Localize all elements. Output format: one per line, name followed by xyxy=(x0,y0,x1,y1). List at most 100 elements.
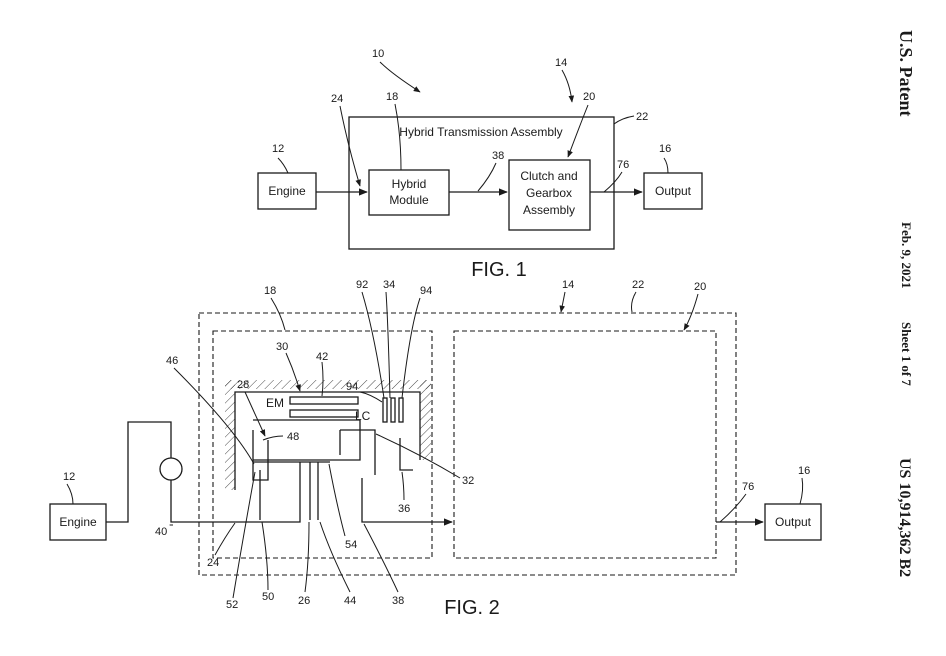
leader-16 xyxy=(663,157,669,174)
fig2-ref-30: 30 xyxy=(276,341,288,353)
housing-right-hatch xyxy=(420,380,431,460)
fig1-ref-24: 24 xyxy=(331,93,343,105)
fig2-ref-94a: 94 xyxy=(346,381,358,393)
fig2-ref-76: 76 xyxy=(742,481,754,493)
header-date: Feb. 9, 2021 xyxy=(899,222,914,288)
fig1-ref-38: 38 xyxy=(492,150,504,162)
fig2-ref-92: 92 xyxy=(356,279,368,291)
housing-left-hatch xyxy=(225,380,235,490)
fig2-leader-32 xyxy=(375,433,461,479)
clutch-hub-32 xyxy=(339,429,376,475)
output-shaft-38 xyxy=(361,478,453,526)
fig2-leader-30 xyxy=(285,352,301,392)
fig2-leader-76 xyxy=(719,493,747,523)
housing-outline xyxy=(234,391,421,490)
fig2-leader-48 xyxy=(262,435,284,441)
fig2-ref-52: 52 xyxy=(226,599,238,611)
fig1-ref-22: 22 xyxy=(636,111,648,123)
clutch-line2: Gearbox xyxy=(526,186,572,200)
fig2-leader-18 xyxy=(270,297,286,331)
fig1-engine-label: Engine xyxy=(268,184,306,198)
hybrid-module-line1: Hybrid xyxy=(392,177,427,191)
fig2-leader-92 xyxy=(361,291,385,399)
figure-2: EM LC Engine Output xyxy=(49,279,822,619)
fig2-ref-18: 18 xyxy=(264,285,276,297)
fig2-leader-20 xyxy=(683,293,699,331)
clutch-plate-b xyxy=(390,397,396,423)
leader-10 xyxy=(379,61,421,93)
fig2-ref-48: 48 xyxy=(287,431,299,443)
fig2-ref-36: 36 xyxy=(398,503,410,515)
fig2-leader-36 xyxy=(401,471,405,501)
engine-shaft-path xyxy=(106,421,172,523)
fig2-leader-46 xyxy=(173,367,255,465)
leader-20 xyxy=(567,104,589,158)
fig2-ref-42: 42 xyxy=(316,351,328,363)
fig2-leader-26 xyxy=(304,521,310,593)
figure-1: Hybrid Transmission Assembly Engine Hybr… xyxy=(257,48,703,281)
fig2-leader-50 xyxy=(261,521,269,591)
fig2-ref-40: 40 xyxy=(155,526,167,538)
fig1-caption: FIG. 1 xyxy=(471,259,527,281)
fig2-ref-16: 16 xyxy=(798,465,810,477)
leader-38 xyxy=(477,162,497,192)
header-sheet: Sheet 1 of 7 xyxy=(899,322,914,386)
fig2-leader-44 xyxy=(319,521,351,593)
fig2-leader-28 xyxy=(244,391,266,437)
clutch-gearbox-box xyxy=(508,159,591,231)
piston-36 xyxy=(399,438,413,471)
lc-label: LC xyxy=(355,409,371,423)
sheet-header: U.S. Patent Feb. 9, 2021 Sheet 1 of 7 US… xyxy=(896,30,916,577)
fig2-leader-24 xyxy=(214,522,236,556)
stator-42 xyxy=(289,396,359,405)
fig2-ref-94b: 94 xyxy=(420,285,432,297)
fig2-leader-54 xyxy=(328,463,346,537)
fig2-ref-32: 32 xyxy=(462,475,474,487)
fig2-output-box xyxy=(764,503,822,541)
fig2-leader-38 xyxy=(363,523,399,593)
leader-18 xyxy=(394,103,402,171)
leader-14 xyxy=(561,69,575,103)
ref-10: 10 xyxy=(372,48,384,60)
rotor xyxy=(289,409,359,418)
fig1-ref-14: 14 xyxy=(555,57,567,69)
fig2-leader-94a xyxy=(359,391,383,403)
em-label: EM xyxy=(266,396,284,410)
fig1-ref-76: 76 xyxy=(617,159,629,171)
hybrid-module-box xyxy=(368,169,450,216)
leader-12 xyxy=(277,157,289,174)
fig2-ref-54: 54 xyxy=(345,539,357,551)
fig1-ref-16: 16 xyxy=(659,143,671,155)
fig2-hybrid-module-outline-18 xyxy=(212,330,433,559)
damper-40 xyxy=(159,457,183,481)
header-patent-number: US 10,914,362 B2 xyxy=(896,458,913,577)
rotor-carrier xyxy=(253,419,361,461)
fig2-leader-12 xyxy=(66,483,74,505)
fig2-ref-50: 50 xyxy=(262,591,274,603)
clutch-plate-a xyxy=(382,397,388,423)
hybrid-module-line2: Module xyxy=(389,193,429,207)
fig2-engine-label: Engine xyxy=(59,515,97,529)
assembly-title: Hybrid Transmission Assembly xyxy=(399,125,562,139)
header-publisher: U.S. Patent xyxy=(896,30,916,117)
fig2-leader-14 xyxy=(559,291,566,313)
fig2-ref-20: 20 xyxy=(694,281,706,293)
fig2-ref-26: 26 xyxy=(298,595,310,607)
fig2-ref-22: 22 xyxy=(632,279,644,291)
leader-24 xyxy=(339,105,361,187)
leader-76 xyxy=(603,171,623,193)
housing-top-hatch xyxy=(225,380,431,389)
fig2-ref-14: 14 xyxy=(562,279,574,291)
clutch-plate-c xyxy=(398,397,404,423)
fig1-ref-12: 12 xyxy=(272,143,284,155)
fig2-ref-34: 34 xyxy=(383,279,395,291)
fig2-leader-42 xyxy=(321,361,324,397)
clutch-line3: Assembly xyxy=(523,203,575,217)
fig1-ref-20: 20 xyxy=(583,91,595,103)
fig2-output-label: Output xyxy=(775,515,812,529)
fig2-leader-16 xyxy=(799,477,804,505)
fig2-leader-94b xyxy=(401,297,421,399)
fig2-clutch-gearbox-outline-20 xyxy=(453,330,717,559)
fig1-ref-18: 18 xyxy=(386,91,398,103)
